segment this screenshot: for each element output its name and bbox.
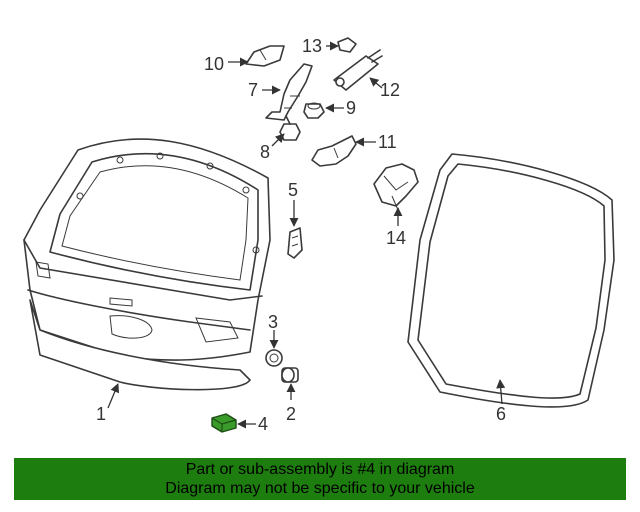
callout-9: 9	[346, 98, 356, 118]
banner-line-part: Part or sub-assembly is #4 in diagram	[185, 461, 455, 478]
callout-4: 4	[258, 414, 268, 434]
nut-part-9[interactable]	[303, 102, 325, 119]
bolt-part-8[interactable]	[279, 115, 301, 141]
callout-10: 10	[204, 54, 224, 74]
callout-2: 2	[286, 404, 296, 424]
info-banner: Part or sub-assembly is #4 in diagram Di…	[14, 458, 626, 500]
callout-14: 14	[386, 228, 406, 248]
callout-11: 11	[378, 132, 397, 152]
grommet-part-3[interactable]	[265, 349, 283, 367]
liftgate-part-1[interactable]	[23, 138, 271, 391]
callout-7: 7	[248, 80, 258, 100]
bumper-part-2[interactable]	[281, 367, 299, 383]
parts-diagram: 1 2 3 4 5 6 7 8 9 10 11 12 13 14	[23, 36, 615, 434]
callout-6: 6	[496, 404, 506, 424]
callout-8: 8	[260, 142, 270, 162]
striker-part-11[interactable]	[311, 135, 357, 167]
callout-12: 12	[380, 80, 400, 100]
weatherstrip-part-6[interactable]	[407, 153, 615, 408]
bracket-part-5[interactable]	[287, 227, 303, 259]
callout-1: 1	[96, 404, 106, 424]
banner-line-disclaimer: Diagram may not be specific to your vehi…	[165, 480, 475, 497]
fastener-part-13[interactable]	[337, 37, 357, 53]
latch-part-14[interactable]	[373, 163, 419, 211]
callout-5: 5	[288, 180, 298, 200]
callout-13: 13	[302, 36, 322, 56]
callout-3: 3	[268, 312, 278, 332]
hinge-part-7[interactable]	[265, 63, 313, 121]
cover-part-10[interactable]	[245, 45, 285, 67]
strut-part-12[interactable]	[333, 49, 383, 91]
clip-part-4[interactable]	[211, 413, 237, 433]
